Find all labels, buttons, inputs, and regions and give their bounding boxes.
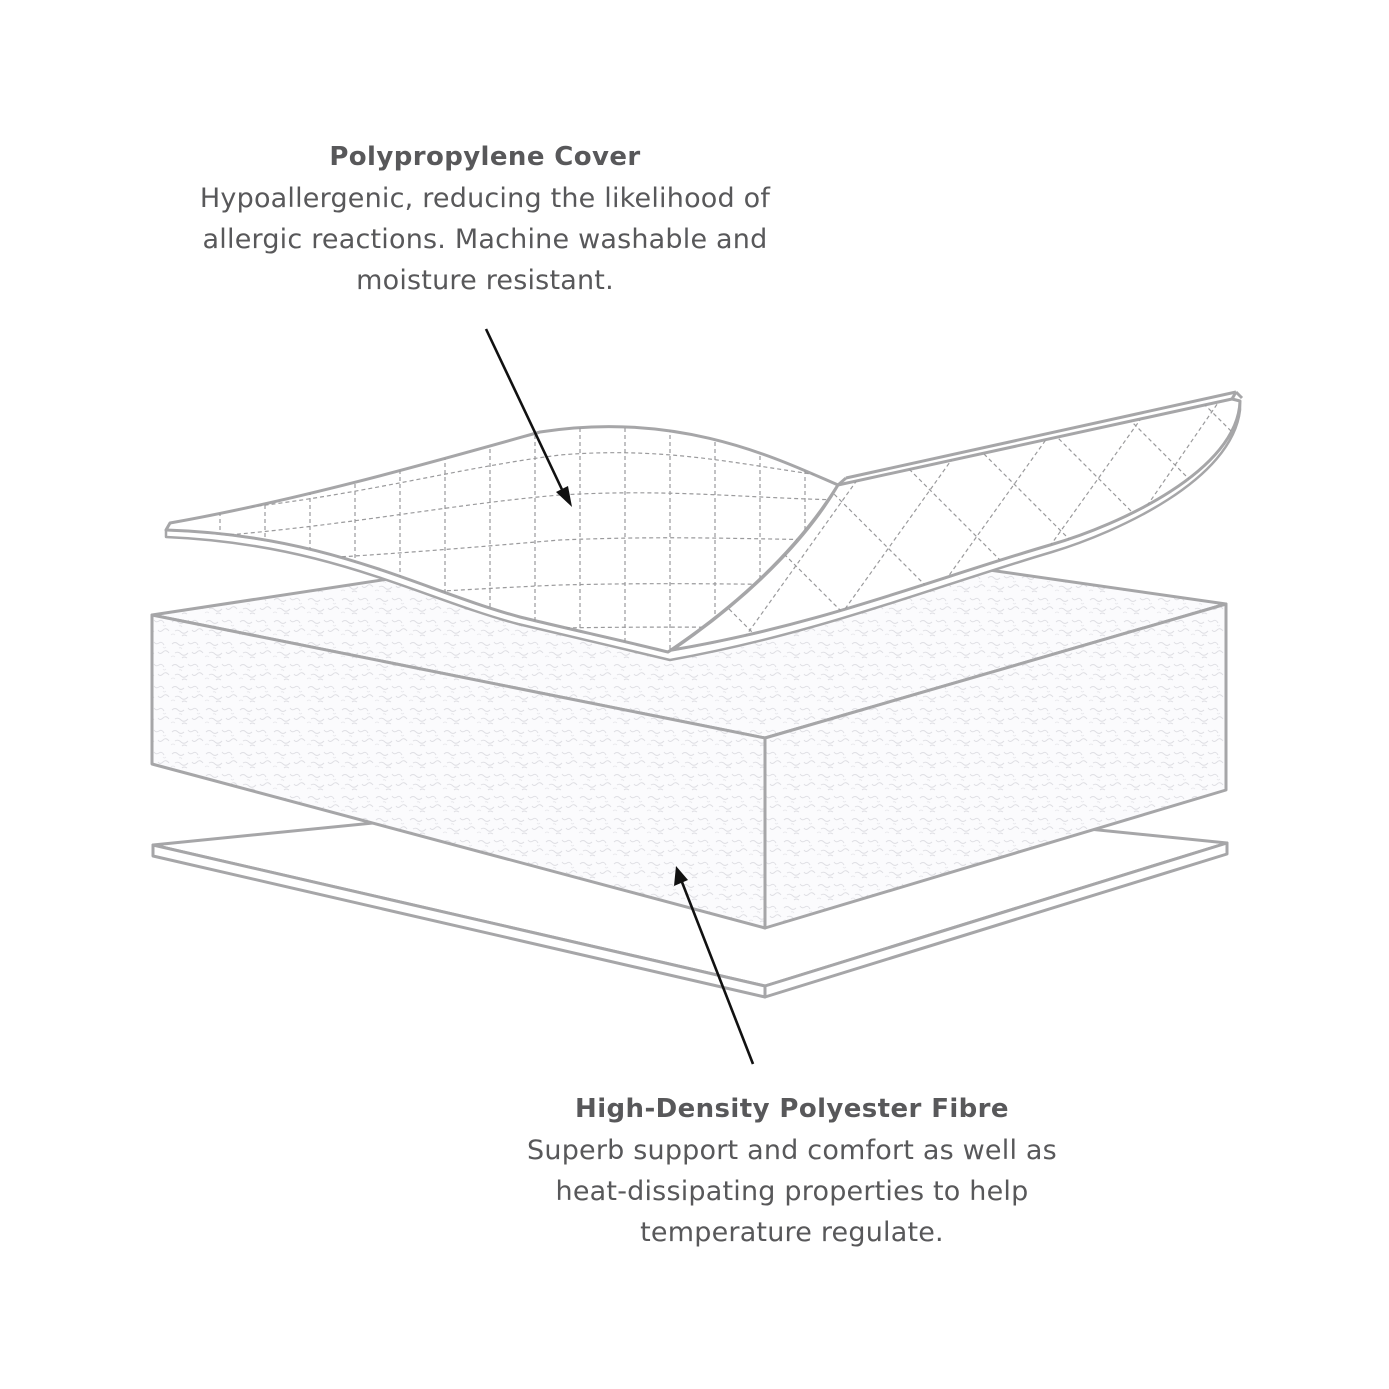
fibre-description-line: temperature regulate.	[640, 1217, 944, 1248]
arrow-to-cover	[484, 328, 572, 507]
fibre-callout: High-Density Polyester Fibre Superb supp…	[442, 1089, 1142, 1253]
fibre-description-line: heat-dissipating properties to help	[555, 1176, 1029, 1207]
cover-description-line: allergic reactions. Machine washable and	[202, 224, 768, 255]
cover-description-line: Hypoallergenic, reducing the likelihood …	[199, 183, 771, 214]
arrow-to-foam	[674, 866, 755, 1065]
cover-description-line: moisture resistant.	[356, 265, 614, 296]
cover-title: Polypropylene Cover	[329, 142, 641, 172]
cover-callout: Polypropylene Cover Hypoallergenic, redu…	[135, 137, 835, 301]
fibre-description-line: Superb support and comfort as well as	[527, 1135, 1057, 1166]
fibre-title: High-Density Polyester Fibre	[575, 1094, 1009, 1124]
